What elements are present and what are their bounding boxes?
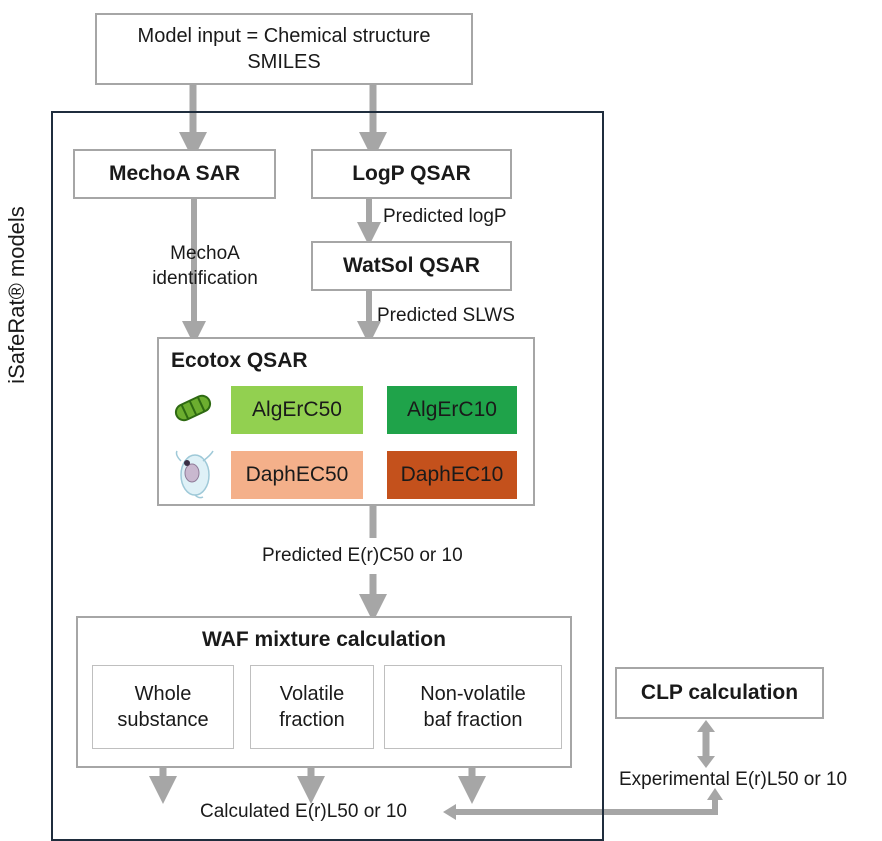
ecotox-qsar-box: Ecotox QSAR AlgErC50 AlgErC10 DaphEC50	[157, 337, 535, 506]
mechoa-identification-line2: identification	[152, 267, 258, 289]
arrow-calculated-to-experimental	[450, 798, 718, 815]
ecotox-cell-daphec50: DaphEC50	[231, 451, 363, 499]
waf-title: WAF mixture calculation	[202, 628, 446, 651]
volatile-line1: Volatile	[279, 683, 345, 705]
model-input-box: Model input = Chemical structure SMILES	[95, 13, 473, 85]
ecotox-cell-daphec10: DaphEC10	[387, 451, 517, 499]
experimental-erl-text: Experimental E(r)L50 or 10	[619, 769, 848, 790]
model-input-line1: Model input = Chemical structure	[137, 25, 431, 47]
watsol-qsar-box: WatSol QSAR	[311, 241, 512, 291]
daphnia-icon	[173, 449, 217, 501]
predicted-logp-text: Predicted logP	[383, 206, 507, 227]
waf-sub-whole-substance: Whole substance	[92, 665, 234, 749]
clp-calculation-box: CLP calculation	[615, 667, 824, 719]
predicted-erc-text: Predicted E(r)C50 or 10	[262, 545, 463, 566]
algerc10-label: AlgErC10	[407, 398, 497, 421]
waf-mixture-box: WAF mixture calculation Whole substance …	[76, 616, 572, 768]
nonvolatile-line2: baf fraction	[423, 709, 523, 731]
waf-sub-nonvolatile-fraction: Non-volatile baf fraction	[384, 665, 562, 749]
mechoa-sar-label: MechoA SAR	[108, 162, 241, 185]
mechoa-identification-text: MechoA identification	[130, 242, 280, 291]
daphec50-label: DaphEC50	[245, 463, 349, 486]
logp-qsar-label: LogP QSAR	[352, 162, 471, 185]
daphec10-label: DaphEC10	[400, 463, 504, 486]
isaferat-models-label: iSafeRat® models	[4, 206, 29, 384]
waf-sub-volatile-fraction: Volatile fraction	[250, 665, 374, 749]
whole-line2: substance	[117, 709, 209, 731]
ecotox-cell-algerc10: AlgErC10	[387, 386, 517, 434]
model-input-line2: SMILES	[247, 51, 321, 73]
logp-qsar-box: LogP QSAR	[311, 149, 512, 199]
nonvolatile-line1: Non-volatile	[420, 683, 526, 705]
mechoa-identification-line1: MechoA	[170, 243, 240, 264]
whole-line1: Whole	[134, 683, 192, 705]
ecotox-title: Ecotox QSAR	[171, 349, 308, 372]
clp-label: CLP calculation	[640, 681, 799, 704]
volatile-line2: fraction	[279, 709, 345, 731]
algae-icon	[171, 391, 215, 425]
calculated-erl-text: Calculated E(r)L50 or 10	[200, 801, 407, 822]
predicted-slws-text: Predicted SLWS	[377, 305, 515, 326]
mechoa-sar-box: MechoA SAR	[73, 149, 276, 199]
ecotox-cell-algerc50: AlgErC50	[231, 386, 363, 434]
algerc50-label: AlgErC50	[252, 398, 342, 421]
watsol-qsar-label: WatSol QSAR	[343, 254, 480, 277]
